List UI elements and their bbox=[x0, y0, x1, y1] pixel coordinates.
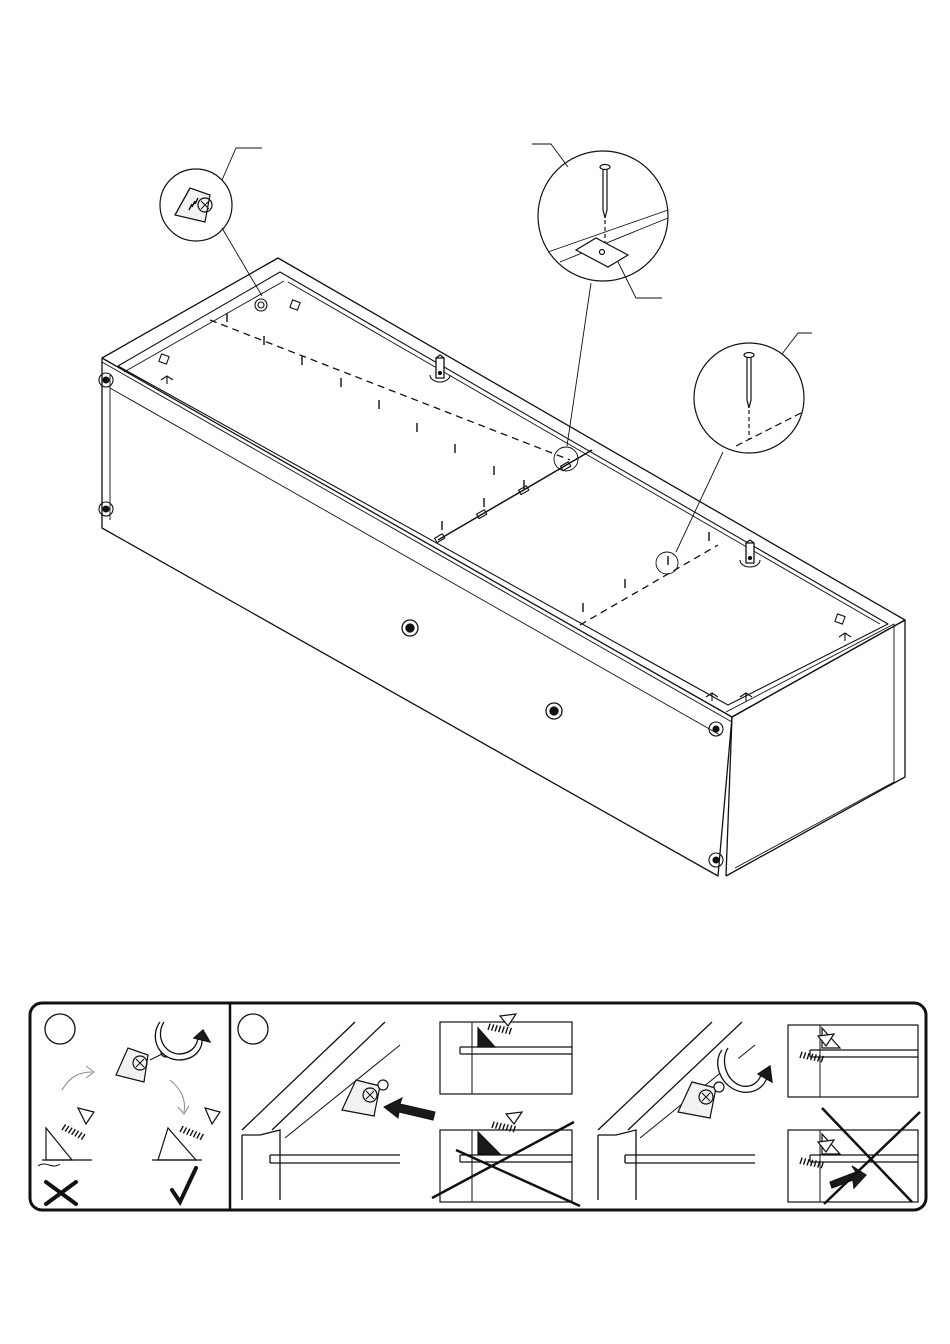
instruction-panel bbox=[30, 1003, 926, 1210]
tighten-cam-section bbox=[598, 1022, 920, 1204]
step-marker bbox=[45, 1014, 75, 1044]
panel-corner-drawing bbox=[242, 1022, 400, 1200]
nail-callout bbox=[694, 333, 812, 453]
detail-wrong bbox=[432, 1112, 580, 1206]
cam-bolt-right bbox=[740, 540, 760, 567]
cabinet-top-outline bbox=[102, 258, 905, 717]
cam-rotation-section bbox=[38, 1014, 220, 1204]
nail-icon bbox=[744, 353, 754, 441]
panel-corner-drawing bbox=[598, 1022, 755, 1200]
target-ring-nail bbox=[656, 552, 678, 574]
insert-cam-section bbox=[238, 1014, 580, 1206]
nail-plate-callout bbox=[532, 144, 668, 298]
cabinet-front-panel bbox=[102, 358, 732, 876]
cross-out-icon bbox=[822, 1108, 920, 1204]
back-panel-right-dashed bbox=[580, 545, 718, 625]
screw-icon bbox=[798, 1140, 834, 1177]
correct-install-drawing bbox=[152, 1108, 220, 1160]
cam-lock-callout bbox=[160, 148, 262, 241]
leader-line-plate bbox=[567, 283, 591, 446]
rotate-arrow-icon bbox=[155, 1022, 210, 1060]
front-knob bbox=[402, 620, 418, 636]
rotate-arrow-icon bbox=[718, 1048, 772, 1092]
screw-icon bbox=[490, 1112, 522, 1141]
screw-icon bbox=[798, 1034, 834, 1071]
cabinet-inner-outline bbox=[118, 272, 888, 705]
cabinet-figure bbox=[99, 228, 905, 876]
detail-wrong bbox=[788, 1108, 920, 1204]
cabinet-end-panel bbox=[726, 620, 905, 876]
target-ring-plate bbox=[554, 447, 578, 471]
correct-mark-icon bbox=[172, 1168, 196, 1202]
nail-plate-icon bbox=[576, 238, 628, 267]
screw-icon bbox=[486, 1014, 516, 1043]
cam-lock-icon bbox=[678, 1082, 724, 1118]
leader-line-nail bbox=[676, 452, 723, 552]
cam-lock-icon bbox=[175, 188, 212, 222]
nail-icon bbox=[600, 165, 610, 249]
cam-lock-icon bbox=[342, 1080, 388, 1116]
detail-correct bbox=[440, 1014, 572, 1094]
cross-out-icon bbox=[432, 1122, 580, 1206]
push-arrow-icon bbox=[384, 1098, 435, 1120]
wrong-mark-icon bbox=[46, 1182, 76, 1204]
step-marker bbox=[238, 1014, 268, 1044]
front-knob bbox=[546, 703, 562, 719]
detail-correct bbox=[788, 1025, 918, 1097]
wrong-install-drawing bbox=[38, 1108, 94, 1166]
